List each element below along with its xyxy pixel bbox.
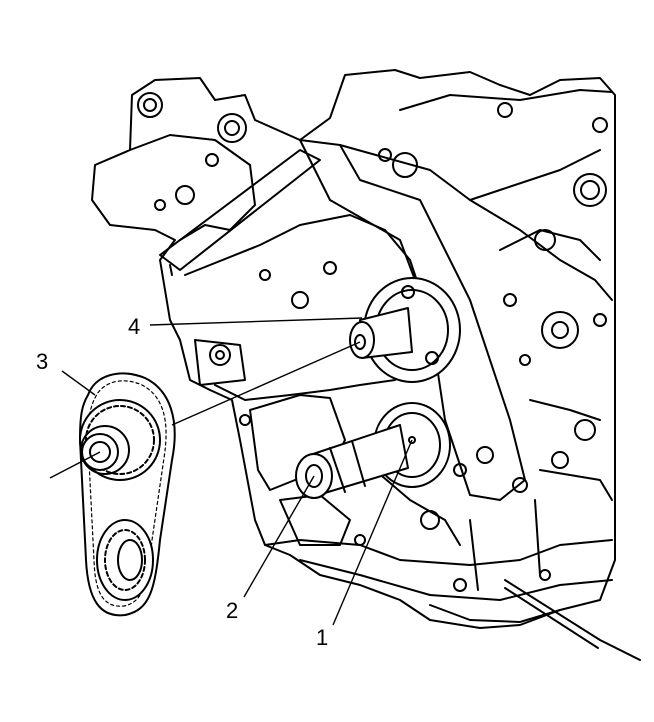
leader-3 bbox=[61, 370, 96, 396]
crankshaft-key bbox=[408, 436, 416, 444]
timing-chain-and-sprockets bbox=[79, 372, 176, 617]
leader-4 bbox=[149, 317, 363, 326]
leader-chain-to-cam bbox=[171, 341, 361, 426]
leader-2 bbox=[243, 475, 315, 598]
crankshaft-assembly bbox=[295, 402, 451, 499]
camshaft-assembly bbox=[349, 277, 461, 383]
engine-block bbox=[91, 69, 641, 661]
callout-3: 3 bbox=[36, 349, 48, 374]
leader-lines bbox=[49, 317, 413, 626]
callout-1: 1 bbox=[316, 625, 328, 650]
callout-4: 4 bbox=[128, 314, 140, 339]
leader-1 bbox=[332, 439, 413, 626]
leader-3b bbox=[49, 451, 101, 479]
callout-2: 2 bbox=[226, 598, 238, 623]
camshaft-dowel-pin bbox=[354, 334, 366, 350]
